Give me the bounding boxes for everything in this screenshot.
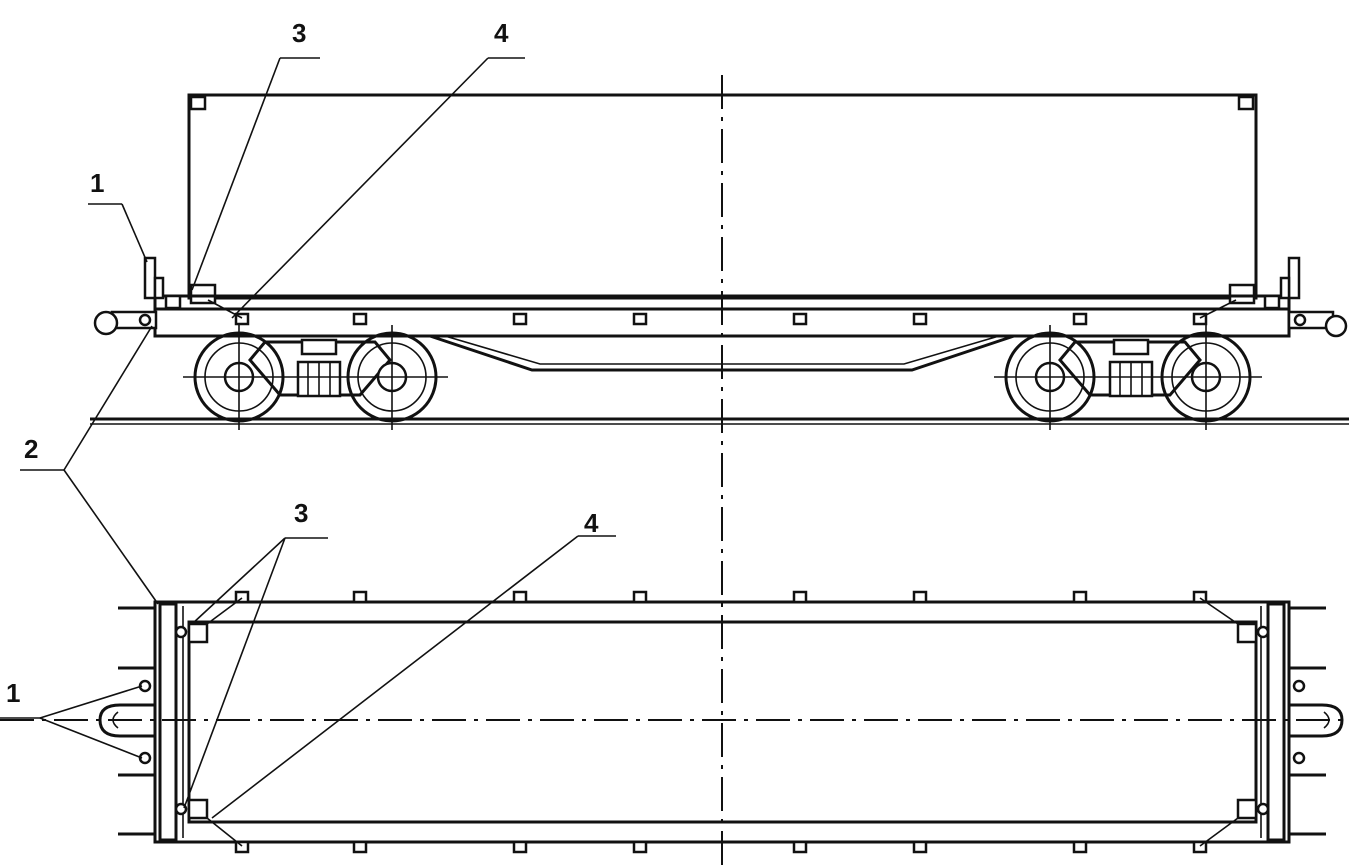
deck-pads — [234, 312, 1208, 326]
container-corner-fitting-right — [1228, 283, 1256, 305]
end-stubs-right — [1289, 606, 1326, 836]
container-corner-fitting-left — [189, 283, 217, 305]
bogie-left — [183, 325, 448, 430]
end-stop-left — [143, 256, 157, 300]
callout-top-3: 3 — [292, 18, 306, 48]
end-stubs-left — [118, 606, 155, 836]
callout-bottom-1: 1 — [6, 678, 20, 708]
stake-pockets-bottom — [234, 840, 1208, 854]
coupler-right — [1287, 310, 1348, 338]
callout-leaders — [0, 57, 616, 819]
callout-2: 2 — [24, 434, 38, 464]
coupler-left — [93, 310, 158, 336]
side-view — [90, 93, 1349, 430]
stake-pockets-top — [234, 590, 1208, 604]
callout-bottom-4: 4 — [584, 508, 599, 538]
callout-bottom-3: 3 — [294, 498, 308, 528]
callout-top-4: 4 — [494, 18, 509, 48]
end-stop-right — [1287, 256, 1301, 300]
bogie-right — [994, 325, 1262, 430]
callout-top-1: 1 — [90, 168, 104, 198]
plan-view — [0, 590, 1349, 854]
